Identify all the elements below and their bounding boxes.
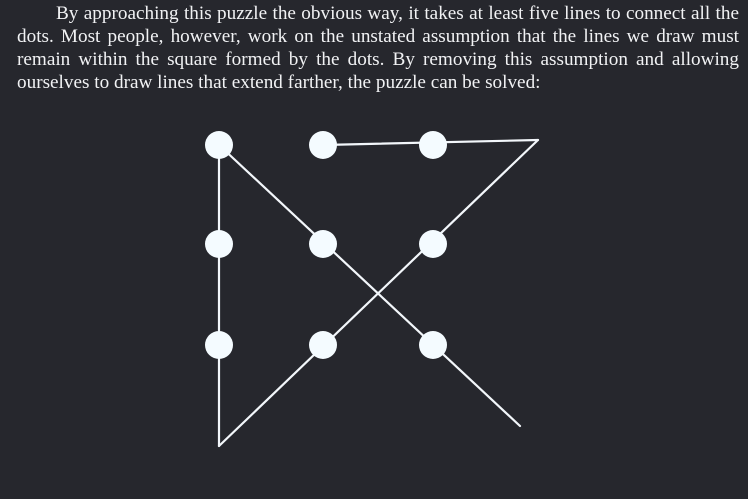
- puzzle-dots: [205, 131, 447, 359]
- puzzle-dot-bottom-right: [419, 331, 447, 359]
- puzzle-dot-bottom-left: [205, 331, 233, 359]
- puzzle-dot-top-middle: [309, 131, 337, 159]
- solution-lines: [217, 138, 540, 448]
- puzzle-dot-bottom-middle: [309, 331, 337, 359]
- puzzle-dot-top-left: [205, 131, 233, 159]
- solution-line-diagonal-down: [217, 143, 522, 428]
- explanatory-paragraph: By approaching this puzzle the obvious w…: [17, 3, 739, 93]
- puzzle-dot-top-right: [419, 131, 447, 159]
- puzzle-dot-middle-left: [205, 230, 233, 258]
- puzzle-dot-center: [309, 230, 337, 258]
- puzzle-dot-middle-right: [419, 230, 447, 258]
